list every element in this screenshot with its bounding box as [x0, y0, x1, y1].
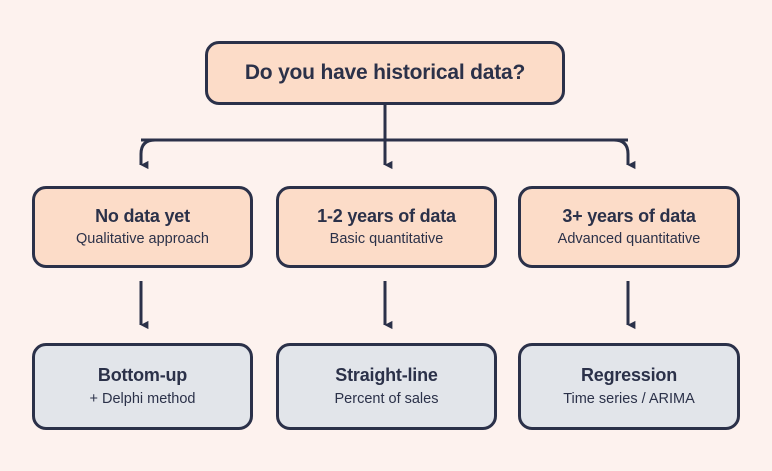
method-node-regression-title: Regression [580, 364, 678, 385]
edge-root-to-branch-1 [139, 138, 156, 170]
decision-node-root-label: Do you have historical data? [244, 60, 526, 84]
condition-node-3-plus-years-title: 3+ years of data [562, 205, 696, 226]
method-node-bottom-up[interactable]: Bottom-up + Delphi method [32, 343, 253, 430]
method-node-straight-line[interactable]: Straight-line Percent of sales [276, 343, 497, 430]
condition-node-no-data-subtitle: Qualitative approach [76, 230, 209, 247]
method-node-bottom-up-subtitle: + Delphi method [89, 390, 196, 407]
edge-root-to-branch-3 [613, 138, 636, 170]
method-node-regression[interactable]: Regression Time series / ARIMA [518, 343, 740, 430]
method-node-straight-line-title: Straight-line [335, 364, 438, 385]
condition-node-1-2-years[interactable]: 1-2 years of data Basic quantitative [276, 186, 497, 268]
condition-node-1-2-years-title: 1-2 years of data [317, 205, 456, 226]
condition-node-3-plus-years[interactable]: 3+ years of data Advanced quantitative [518, 186, 740, 268]
method-node-bottom-up-title: Bottom-up [97, 364, 188, 385]
method-node-straight-line-subtitle: Percent of sales [334, 390, 439, 407]
condition-node-no-data-title: No data yet [95, 205, 190, 226]
condition-node-3-plus-years-subtitle: Advanced quantitative [557, 230, 701, 247]
decision-node-root[interactable]: Do you have historical data? [205, 41, 565, 105]
condition-node-1-2-years-subtitle: Basic quantitative [329, 230, 444, 247]
method-node-regression-subtitle: Time series / ARIMA [563, 390, 695, 407]
condition-node-no-data[interactable]: No data yet Qualitative approach [32, 186, 253, 268]
